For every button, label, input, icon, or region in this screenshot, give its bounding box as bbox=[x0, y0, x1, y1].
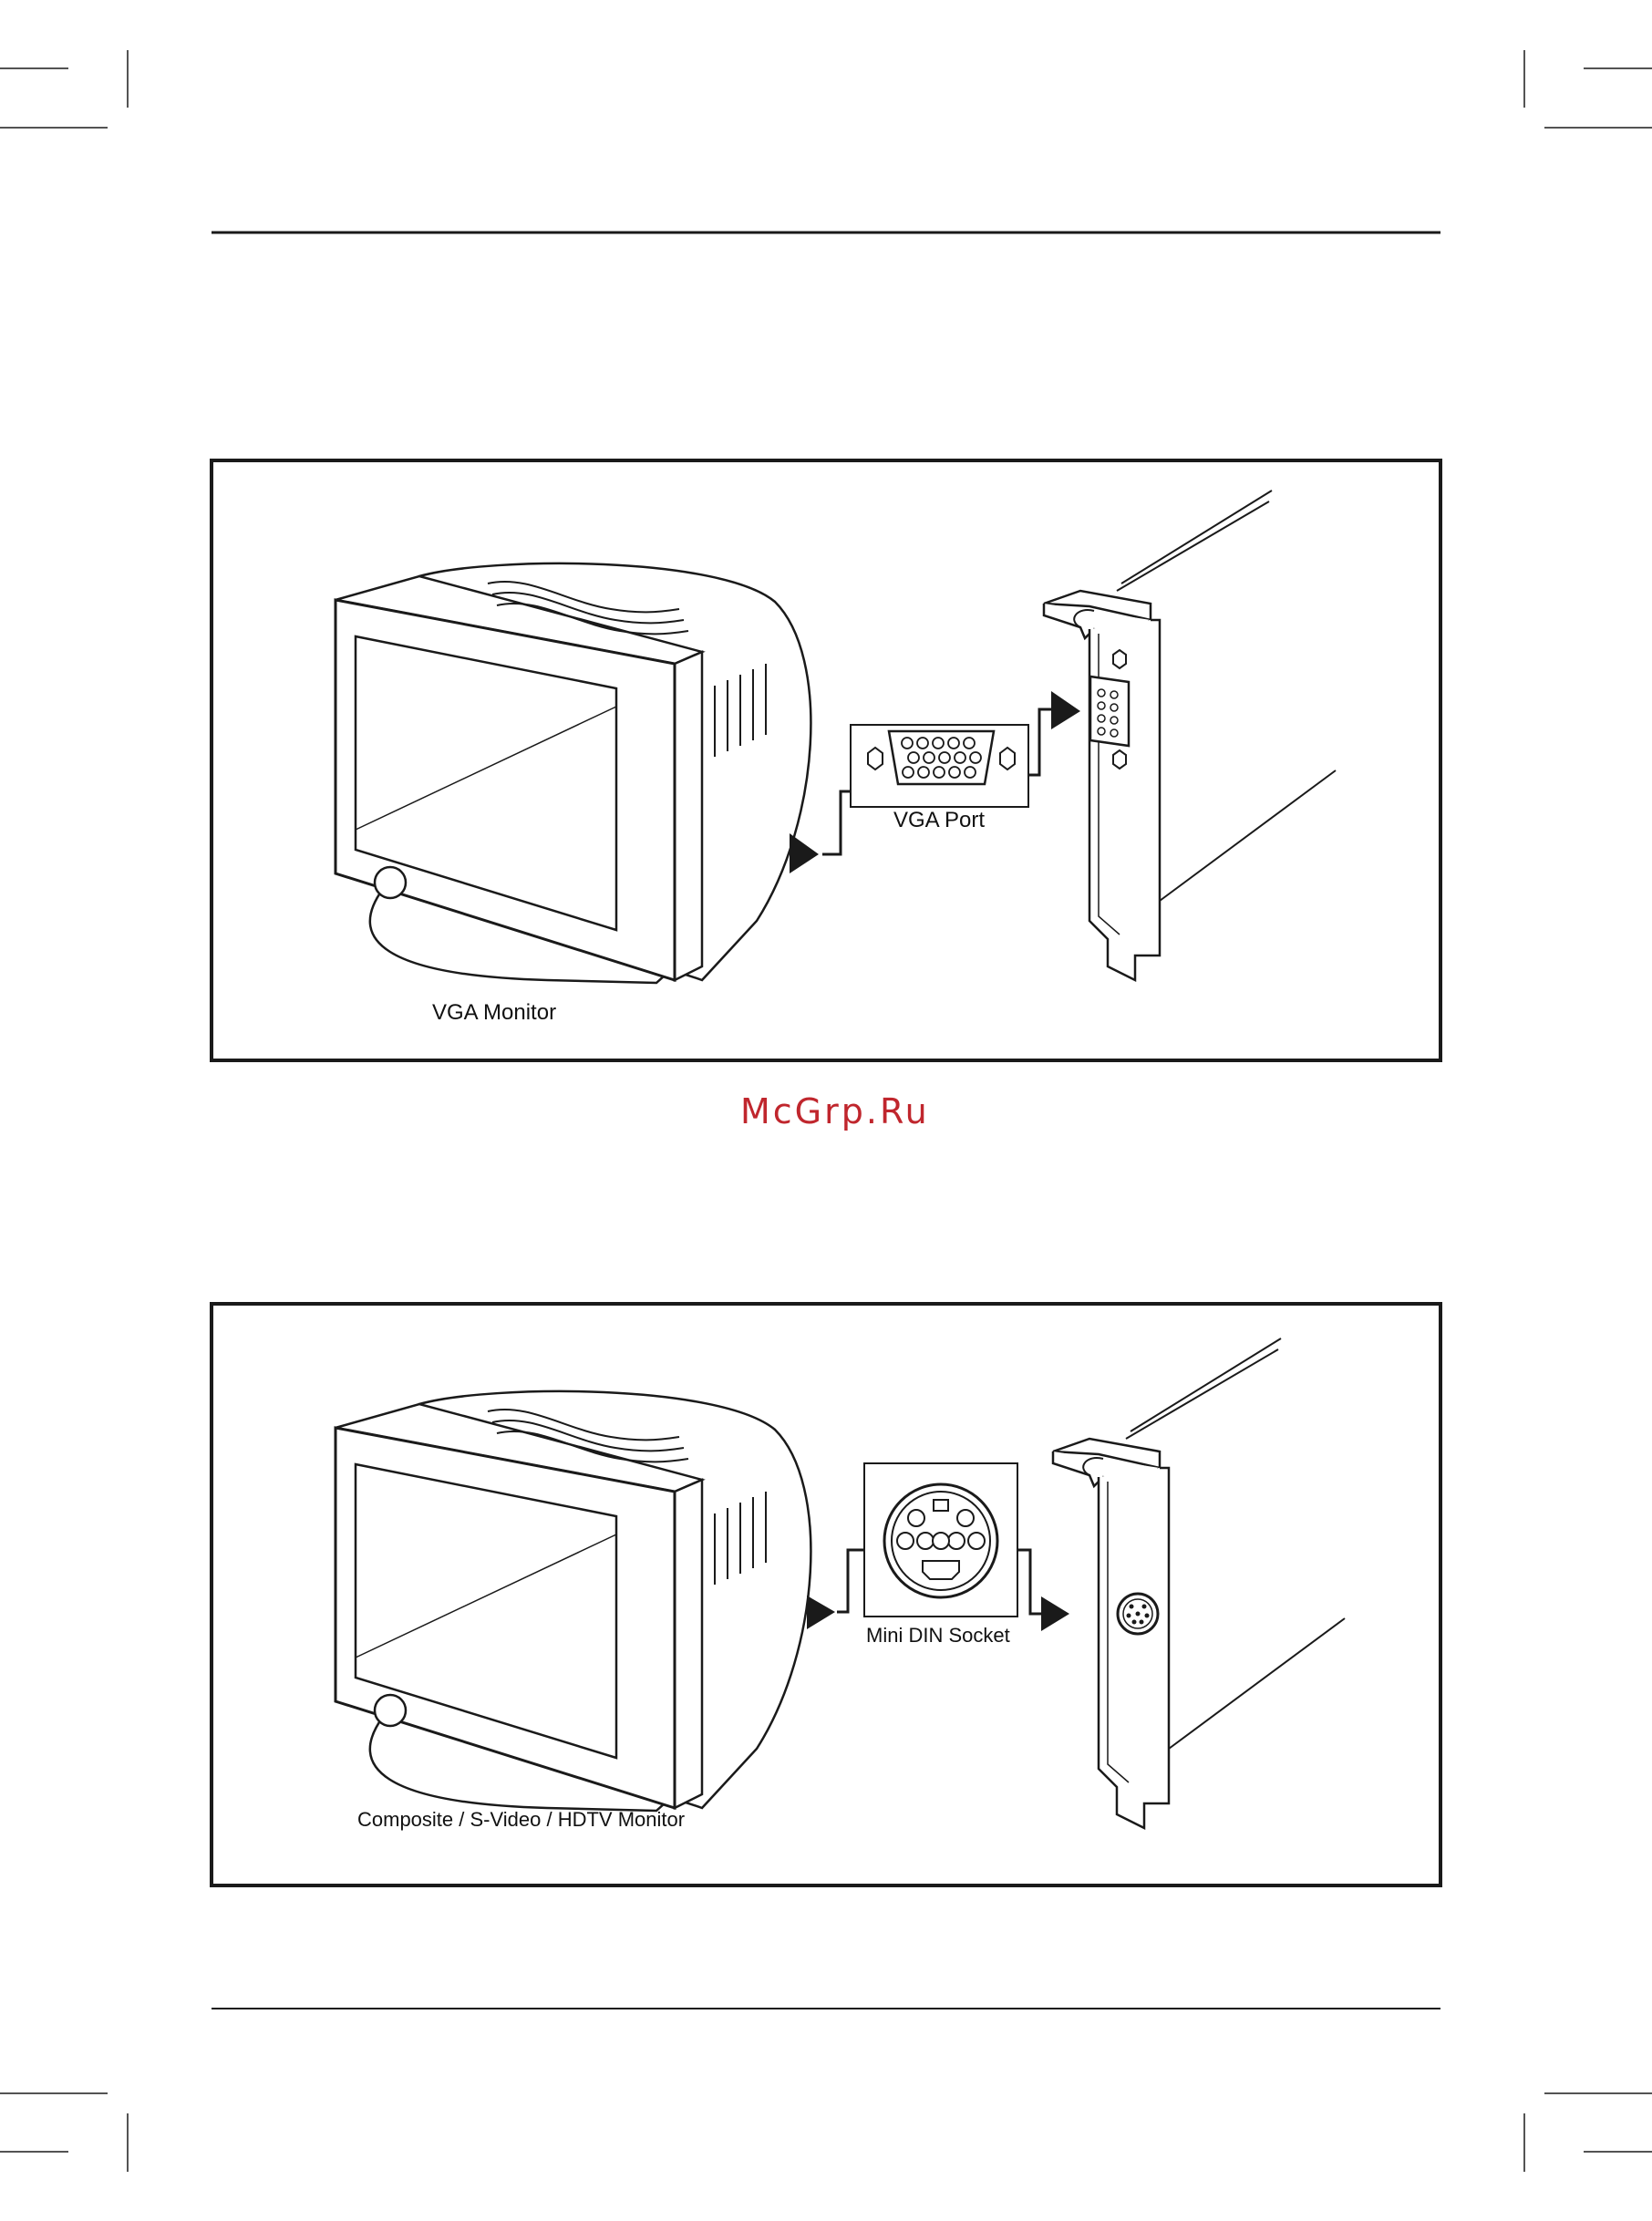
mini-din-socket-label: Mini DIN Socket bbox=[866, 1624, 1010, 1647]
vga-cable-line-right bbox=[1028, 709, 1051, 775]
vga-port-label: VGA Port bbox=[893, 808, 985, 832]
arrow-to-tv-monitor-icon bbox=[807, 1596, 835, 1629]
vga-connection-figure: VGA Port VGA Monitor bbox=[212, 460, 1440, 1060]
arrow-to-monitor-icon bbox=[790, 833, 819, 873]
tv-monitor-drawing bbox=[336, 1391, 811, 1811]
tv-card-bracket-drawing bbox=[1053, 1338, 1345, 1828]
tv-cable-line-left bbox=[837, 1550, 864, 1612]
arrow-to-card-icon bbox=[1051, 691, 1080, 729]
tv-monitor-label: Composite / S-Video / HDTV Monitor bbox=[357, 1808, 685, 1831]
vga-cable-line-left bbox=[822, 791, 851, 854]
tv-connection-figure: Mini DIN Socket Composite / S-Video / HD… bbox=[212, 1304, 1440, 1885]
vga-port-drawing bbox=[851, 725, 1028, 807]
vga-card-bracket-drawing bbox=[1044, 491, 1336, 980]
vga-monitor-label: VGA Monitor bbox=[432, 1000, 556, 1025]
watermark: McGrp.Ru bbox=[740, 1091, 930, 1131]
mini-din-socket-drawing bbox=[864, 1463, 1017, 1617]
tv-cable-line-right bbox=[1017, 1550, 1041, 1614]
arrow-to-tv-card-icon bbox=[1041, 1596, 1069, 1631]
vga-monitor-drawing bbox=[336, 563, 811, 983]
